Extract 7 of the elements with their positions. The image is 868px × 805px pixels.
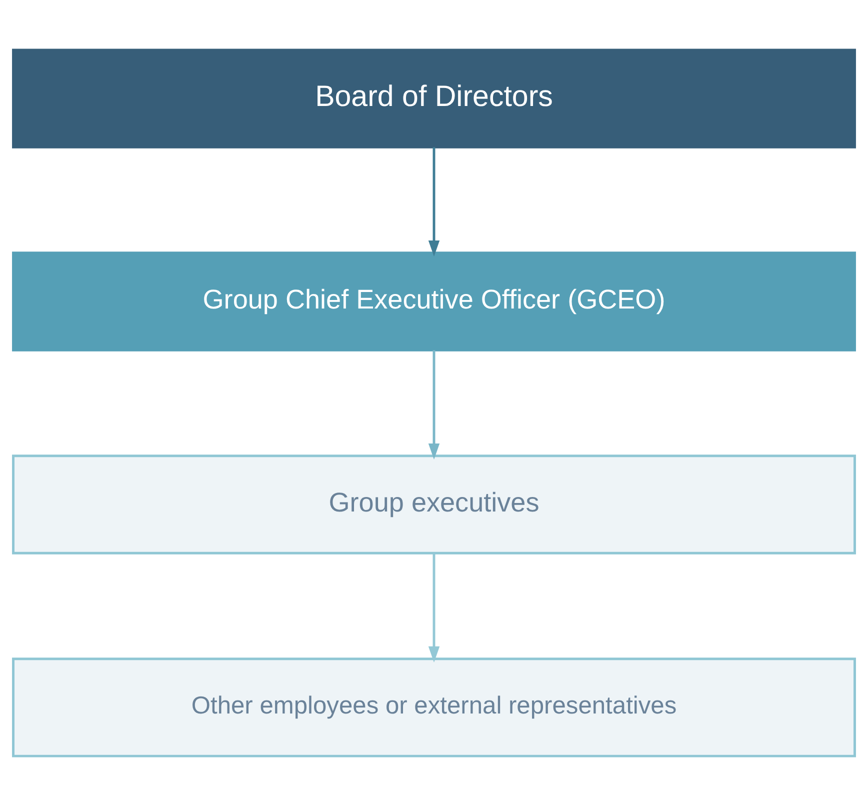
arrow [428,552,440,662]
node-box: Other employees or external representatives [12,657,856,757]
arrow [428,350,440,459]
node-box: Board of Directors [12,48,856,148]
node-box: Group executives [12,454,856,554]
node-box: Group Chief Executive Officer (GCEO) [12,251,856,351]
arrow [428,146,440,256]
